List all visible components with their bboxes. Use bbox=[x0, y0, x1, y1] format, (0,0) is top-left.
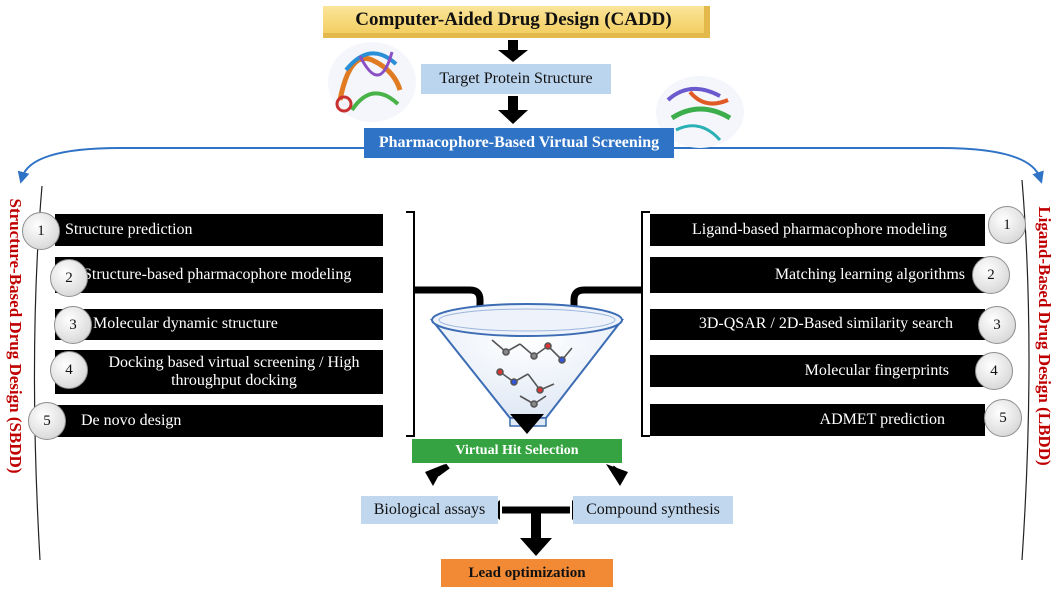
lbdd-step: ADMET prediction bbox=[650, 404, 985, 436]
flow-arrows bbox=[498, 40, 528, 124]
lbdd-step-text: Matching learning algorithms bbox=[774, 265, 965, 283]
sbdd-step-number: 3 bbox=[54, 306, 92, 344]
branch-line bbox=[17, 147, 364, 184]
lbdd-step-text: Ligand-based pharmacophore modeling bbox=[691, 220, 947, 238]
virtual-hit-selection-box: Virtual Hit Selection bbox=[412, 439, 622, 463]
sbdd-step-text: De novo design bbox=[81, 411, 182, 429]
right-curve bbox=[1021, 179, 1030, 561]
sbdd-step: Structure-based pharmacophore modeling bbox=[55, 257, 383, 293]
lbdd-step-number: 2 bbox=[972, 256, 1010, 294]
lbdd-step-number: 1 bbox=[988, 206, 1026, 244]
sbdd-step-text: Structure-based pharmacophore modeling bbox=[83, 265, 352, 283]
sbdd-step-number: 1 bbox=[22, 212, 60, 250]
biological-assays-box: Biological assays bbox=[361, 496, 498, 524]
arrow-to-synth-stem bbox=[610, 465, 622, 477]
protein-left-image bbox=[328, 42, 416, 122]
hit-arrow bbox=[510, 414, 544, 434]
sbdd-step-text: Structure prediction bbox=[65, 220, 193, 238]
lbdd-step: 3D-QSAR / 2D-Based similarity search bbox=[650, 309, 985, 340]
lbdd-label: Ligand-Based Drug Design (LBDD) bbox=[1035, 206, 1054, 466]
right-bracket bbox=[641, 211, 650, 437]
sbdd-step-text: Docking based virtual screening / High t… bbox=[108, 353, 360, 389]
sbdd-step: Molecular dynamic structure bbox=[55, 309, 383, 340]
funnel bbox=[429, 303, 625, 427]
lbdd-step: Molecular fingerprints bbox=[650, 355, 985, 387]
sbdd-step: De novo design bbox=[55, 405, 383, 437]
lbdd-step: Matching learning algorithms bbox=[650, 257, 985, 293]
branch-line bbox=[674, 147, 1044, 184]
lbdd-step: Ligand-based pharmacophore modeling bbox=[650, 214, 985, 246]
lead-optimization-box: Lead optimization bbox=[441, 559, 613, 587]
arrow-to-bio-stem bbox=[435, 463, 450, 477]
left-bracket bbox=[406, 211, 415, 437]
sbdd-step-number: 2 bbox=[50, 259, 88, 297]
lbdd-step-number: 3 bbox=[978, 306, 1016, 344]
sbdd-step: Docking based virtual screening / High t… bbox=[55, 350, 383, 394]
target-protein-box: Target Protein Structure bbox=[421, 64, 611, 94]
arrow-to-lead bbox=[520, 538, 552, 556]
protein-right-image bbox=[656, 76, 744, 148]
compound-synthesis-box: Compound synthesis bbox=[573, 496, 733, 524]
lbdd-step-number: 5 bbox=[984, 399, 1022, 437]
lbdd-step-text: ADMET prediction bbox=[819, 410, 945, 428]
lbdd-step-text: Molecular fingerprints bbox=[804, 361, 949, 379]
sbdd-step-number: 5 bbox=[28, 402, 66, 440]
lbdd-step-number: 4 bbox=[975, 352, 1013, 390]
sbdd-step-number: 4 bbox=[50, 351, 88, 389]
lbdd-step-text: 3D-QSAR / 2D-Based similarity search bbox=[698, 315, 953, 333]
virtual-screening-box: Pharmacophore-Based Virtual Screening bbox=[364, 128, 674, 158]
connector-right bbox=[570, 286, 642, 358]
cadd-title: Computer-Aided Drug Design (CADD) bbox=[323, 6, 710, 38]
sbdd-step: Structure prediction bbox=[55, 214, 383, 246]
connector-left bbox=[414, 286, 484, 358]
sbdd-step-text: Molecular dynamic structure bbox=[93, 315, 278, 333]
